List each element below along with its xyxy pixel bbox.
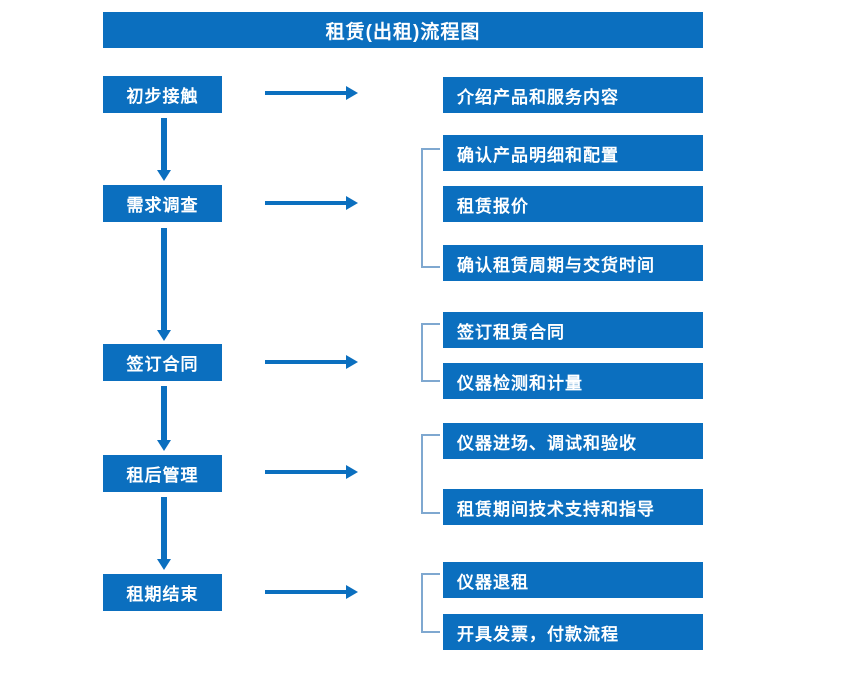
detail-box-instrument-delivery[interactable]: 仪器进场、调试和验收	[443, 423, 703, 459]
group-bracket-icon-1	[421, 148, 440, 268]
arrow-shaft	[265, 590, 347, 594]
arrow-head	[346, 585, 358, 599]
arrow-down-icon-2	[152, 228, 177, 341]
arrow-shaft	[161, 497, 167, 559]
arrow-shaft	[161, 228, 167, 330]
arrow-down-icon-3	[152, 386, 177, 451]
detail-box-rental-quotation[interactable]: 租赁报价	[443, 186, 703, 222]
arrow-shaft	[161, 386, 167, 440]
arrow-shaft	[161, 118, 167, 170]
arrow-right-icon-5	[265, 585, 358, 599]
arrow-head	[346, 465, 358, 479]
arrow-head	[157, 170, 171, 181]
detail-box-sign-rental-contract[interactable]: 签订租赁合同	[443, 312, 703, 348]
detail-box-confirm-rental-period[interactable]: 确认租赁周期与交货时间	[443, 245, 703, 281]
detail-box-instrument-return[interactable]: 仪器退租	[443, 562, 703, 598]
arrow-head	[346, 355, 358, 369]
arrow-right-icon-2	[265, 196, 358, 210]
arrow-head	[157, 330, 171, 341]
group-bracket-icon-3	[421, 434, 440, 514]
arrow-right-icon-4	[265, 465, 358, 479]
arrow-down-icon-1	[152, 118, 177, 181]
group-bracket-icon-2	[421, 323, 440, 382]
stage-box-needs-survey[interactable]: 需求调查	[103, 185, 222, 222]
detail-box-instrument-inspection[interactable]: 仪器检测和计量	[443, 363, 703, 399]
detail-box-invoice-payment[interactable]: 开具发票，付款流程	[443, 614, 703, 650]
arrow-right-icon-3	[265, 355, 358, 369]
arrow-shaft	[265, 360, 347, 364]
arrow-shaft	[265, 201, 347, 205]
arrow-shaft	[265, 470, 347, 474]
group-bracket-icon-4	[421, 573, 440, 633]
arrow-head	[346, 86, 358, 100]
detail-box-confirm-product-details[interactable]: 确认产品明细和配置	[443, 135, 703, 171]
arrow-right-icon-1	[265, 86, 358, 100]
arrow-shaft	[265, 91, 347, 95]
stage-box-post-rental-management[interactable]: 租后管理	[103, 455, 222, 492]
arrow-head	[157, 440, 171, 451]
stage-box-initial-contact[interactable]: 初步接触	[103, 76, 222, 113]
stage-box-rental-end[interactable]: 租期结束	[103, 574, 222, 611]
stage-box-sign-contract[interactable]: 签订合同	[103, 344, 222, 381]
arrow-down-icon-4	[152, 497, 177, 570]
detail-box-technical-support[interactable]: 租赁期间技术支持和指导	[443, 489, 703, 525]
arrow-head	[346, 196, 358, 210]
page-title: 租赁(出租)流程图	[103, 12, 703, 48]
detail-box-introduce-products[interactable]: 介绍产品和服务内容	[443, 77, 703, 113]
arrow-head	[157, 559, 171, 570]
